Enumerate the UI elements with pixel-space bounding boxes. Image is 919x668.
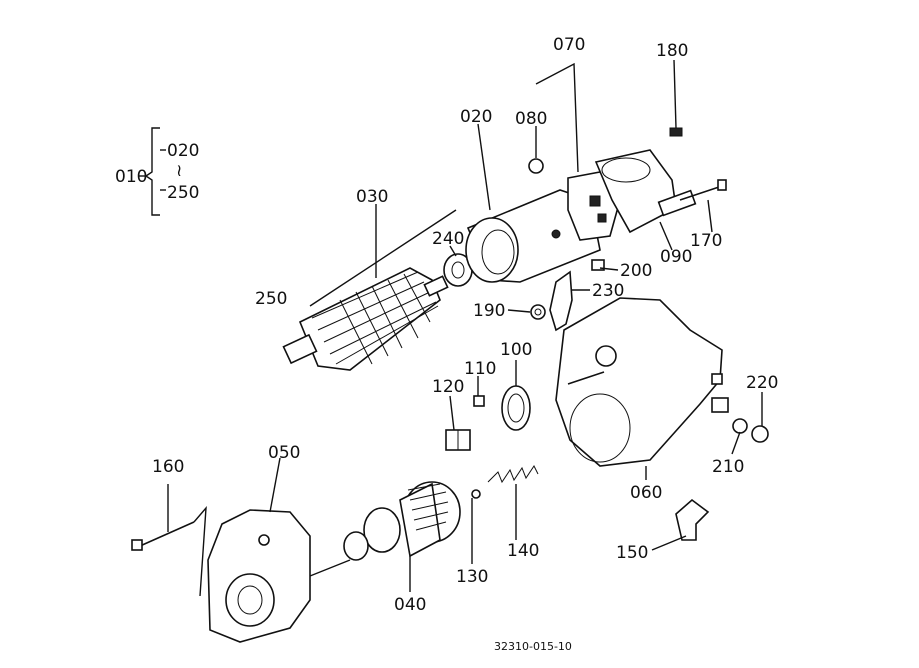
ball-part [471, 489, 481, 499]
pin-part [473, 395, 485, 407]
label-group-end: 250 [167, 183, 199, 203]
callout-150: 150 [616, 543, 648, 563]
callout-180: 180 [656, 41, 688, 61]
callout-060: 060 [630, 483, 662, 503]
bolt-part [131, 521, 195, 551]
callout-labels: 070 180 020 080 030 240 170 090 200 230 … [152, 35, 778, 615]
terminal-bolt-part [711, 397, 729, 413]
rear-cover-part [594, 149, 697, 234]
callout-040: 040 [394, 595, 426, 615]
label-group-010: 010 [115, 167, 147, 187]
spring-part [487, 465, 539, 484]
group-bracket [138, 127, 166, 216]
callout-080: 080 [515, 109, 547, 129]
gear-part [501, 385, 531, 431]
lever-part [549, 270, 573, 332]
callout-140: 140 [507, 541, 539, 561]
callout-200: 200 [620, 261, 652, 281]
screw-part [669, 127, 683, 137]
label-group-start: 020 [167, 141, 199, 161]
armature-part [282, 267, 449, 371]
callout-160: 160 [152, 457, 184, 477]
plate-part [591, 259, 605, 271]
pinion-clutch-part [343, 481, 461, 561]
nut-220-part [751, 425, 769, 443]
callout-240: 240 [432, 229, 464, 249]
washer-part [528, 158, 544, 174]
callout-210: 210 [712, 457, 744, 477]
callout-090: 090 [660, 247, 692, 267]
callout-220: 220 [746, 373, 778, 393]
callout-130: 130 [456, 567, 488, 587]
callout-030: 030 [356, 187, 388, 207]
footer-code: 32310-015-10 [494, 640, 572, 653]
callout-120: 120 [432, 377, 464, 397]
leader-lines [167, 59, 763, 597]
front-bracket-part [207, 509, 311, 643]
collar-part [445, 429, 471, 451]
callout-050: 050 [268, 443, 300, 463]
callout-230: 230 [592, 281, 624, 301]
label-group-tilde: ≀ [176, 161, 182, 181]
yoke-part [465, 189, 601, 283]
callout-020: 020 [460, 107, 492, 127]
cap-part [675, 498, 710, 541]
callout-100: 100 [500, 340, 532, 360]
through-bolt-part [679, 179, 727, 201]
callout-170: 170 [690, 231, 722, 251]
gear-housing-part [555, 297, 723, 467]
washer-210-part [732, 418, 748, 434]
callout-190: 190 [473, 301, 505, 321]
callout-070: 070 [553, 35, 585, 55]
nut-part [530, 304, 546, 320]
callout-110: 110 [464, 359, 496, 379]
callout-250: 250 [255, 289, 287, 309]
